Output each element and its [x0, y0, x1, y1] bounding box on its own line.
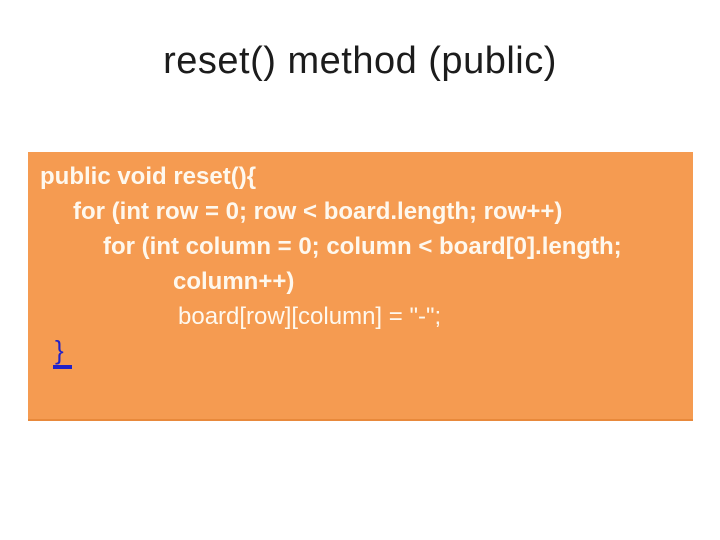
code-line-closing-brace: }	[28, 334, 693, 369]
code-line-inner-for-loop: for (int column = 0; column < board[0].l…	[103, 233, 622, 260]
code-line-inner-for-loop-continued: column++)	[173, 268, 295, 295]
closing-brace-link[interactable]: }	[53, 336, 72, 369]
code-block: public void reset(){ for (int row = 0; r…	[28, 152, 693, 421]
slide-title: reset() method (public)	[163, 40, 557, 82]
code-line-outer-for-loop: for (int row = 0; row < board.length; ro…	[73, 198, 563, 225]
code-line-method-signature: public void reset(){	[40, 163, 257, 190]
code-line-assignment: board[row][column] = "-";	[178, 303, 442, 330]
